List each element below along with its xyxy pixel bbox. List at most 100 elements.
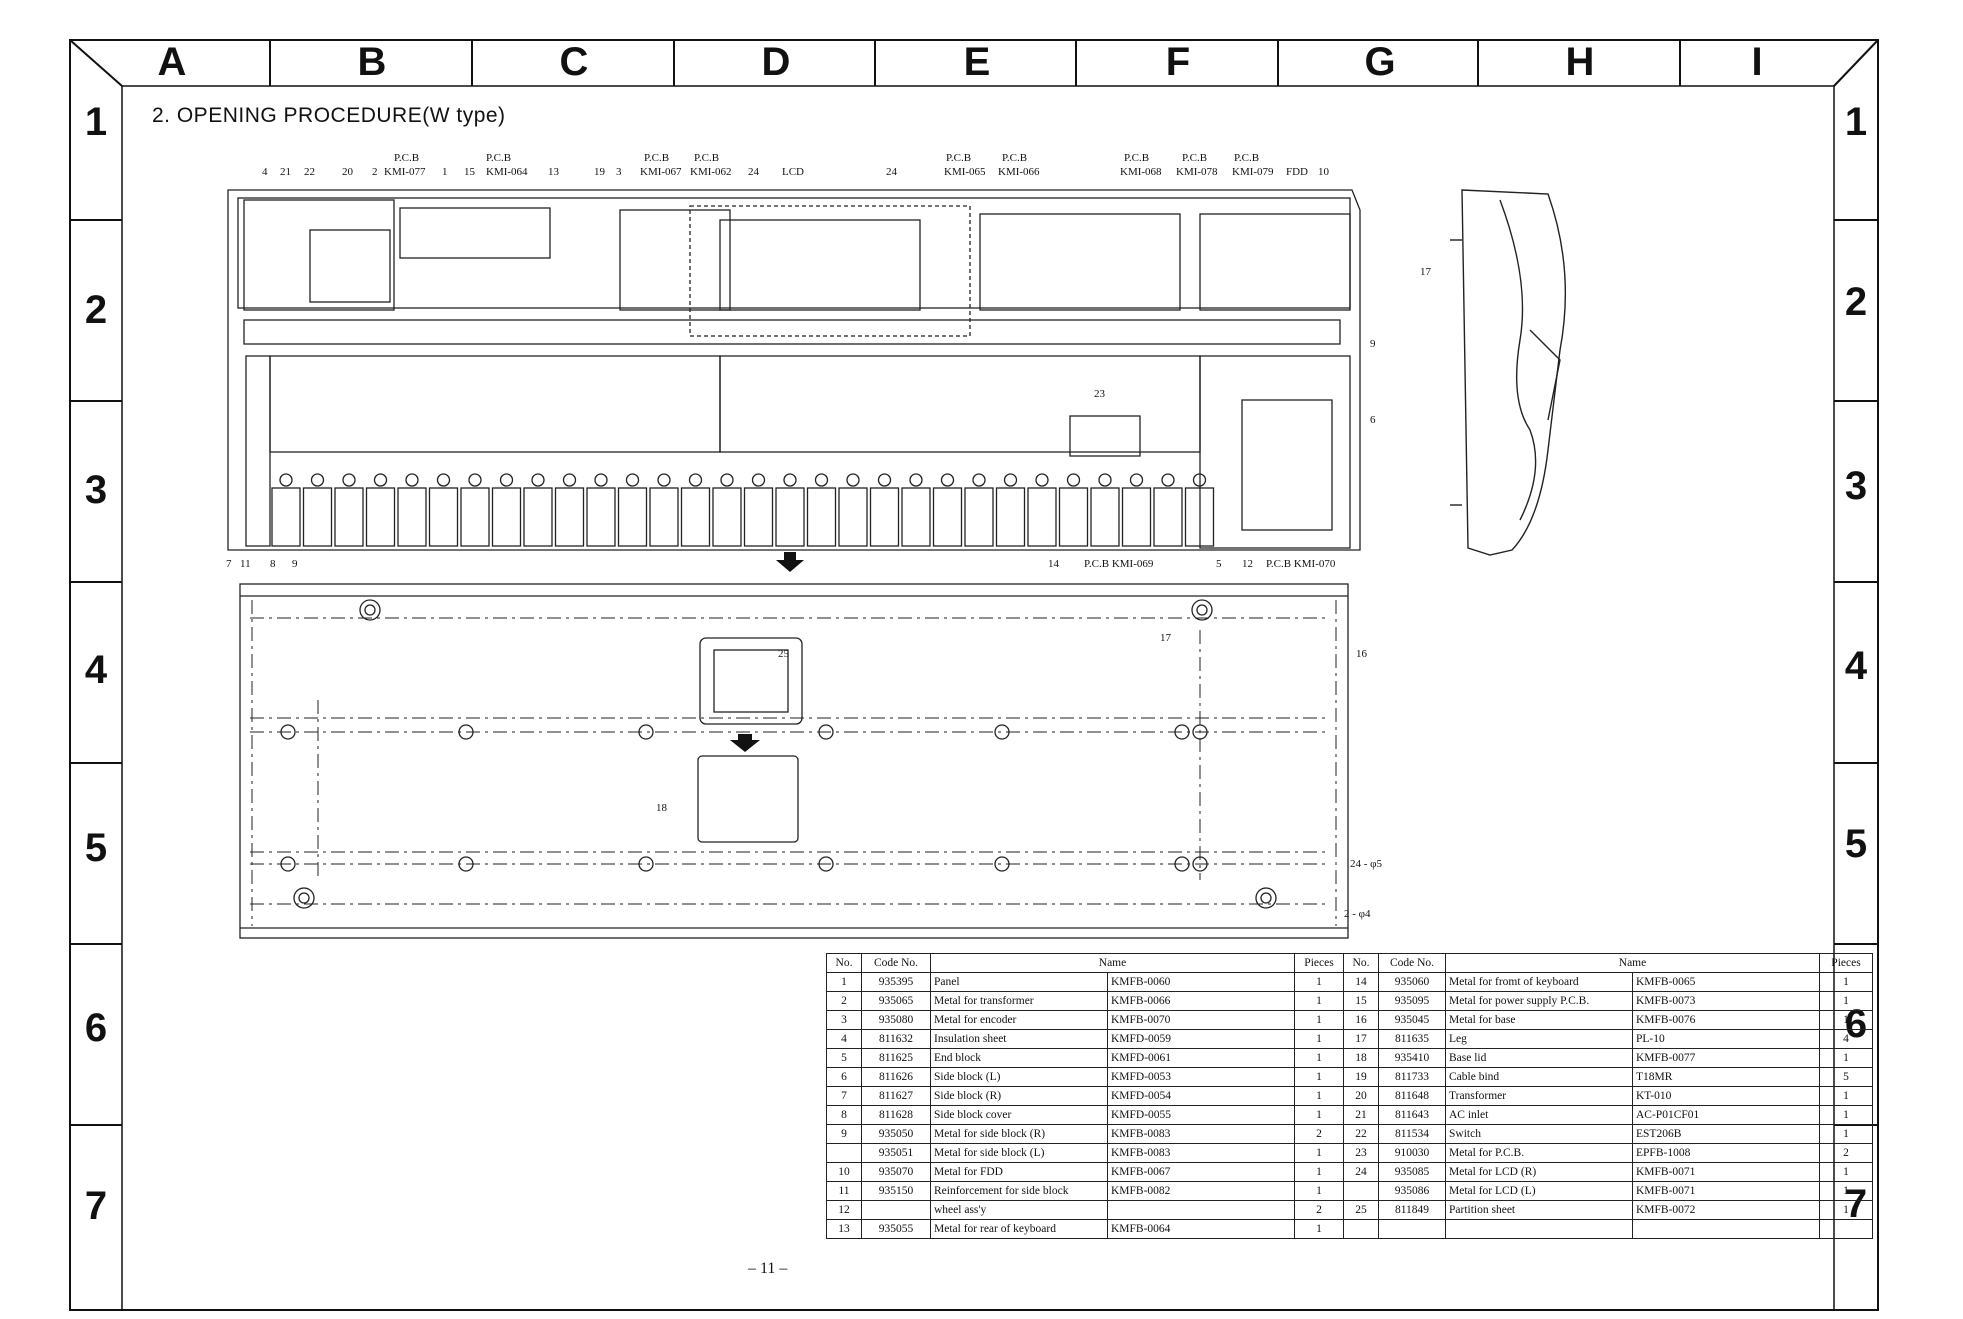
table-cell: Side block cover [930, 1105, 1108, 1125]
table-cell: 935070 [861, 1162, 931, 1182]
table-cell: KMFB-0083 [1107, 1124, 1295, 1144]
table-cell: 1 [1819, 1086, 1873, 1106]
table-cell [1819, 1219, 1873, 1239]
callout-label: P.C.B [694, 152, 720, 164]
table-cell: Transformer [1445, 1086, 1633, 1106]
table-cell: 1 [1294, 972, 1344, 992]
table-cell: 5 [1819, 1067, 1873, 1087]
table-cell [1378, 1219, 1446, 1239]
table-cell: 10 [826, 1162, 862, 1182]
table-cell: 811625 [861, 1048, 931, 1068]
table-cell: KMFB-0070 [1107, 1010, 1295, 1030]
column-header: F [1165, 40, 1191, 84]
callout-label: 12 [1242, 558, 1253, 570]
callout-label: KMI-064 [486, 166, 528, 178]
table-cell [826, 1143, 862, 1163]
column-header-pieces: Pieces [1294, 953, 1344, 973]
column-header-name: Name [1445, 953, 1820, 973]
table-cell [1107, 1200, 1295, 1220]
table-cell: Switch [1445, 1124, 1633, 1144]
table-cell: KMFB-0066 [1107, 991, 1295, 1011]
table-cell: 14 [1343, 972, 1379, 992]
table-cell: 811648 [1378, 1086, 1446, 1106]
table-cell: 1 [1819, 1010, 1873, 1030]
table-cell: AC inlet [1445, 1105, 1633, 1125]
table-cell [1343, 1219, 1379, 1239]
callout-label: 3 [616, 166, 622, 178]
table-cell: KMFB-0073 [1632, 991, 1820, 1011]
table-cell: 19 [1343, 1067, 1379, 1087]
callout-label: P.C.B [644, 152, 670, 164]
table-cell: 811534 [1378, 1124, 1446, 1144]
table-cell: 1 [1294, 1086, 1344, 1106]
column-header: D [761, 40, 791, 84]
table-cell: 1 [1819, 1181, 1873, 1201]
column-header-pieces: Pieces [1819, 953, 1873, 973]
table-cell: KMFD-0055 [1107, 1105, 1295, 1125]
row-number: 3 [1844, 464, 1868, 508]
table-cell: KMFB-0083 [1107, 1143, 1295, 1163]
callout-label: P.C.B KMI-069 [1084, 558, 1154, 570]
table-cell: 20 [1343, 1086, 1379, 1106]
table-cell: 7 [826, 1086, 862, 1106]
callout-label: 7 [226, 558, 232, 570]
callout-label: 2 - φ4 [1344, 908, 1371, 920]
table-cell: wheel ass'y [930, 1200, 1108, 1220]
table-cell: Metal for fromt of keyboard [1445, 972, 1633, 992]
table-cell: KT-010 [1632, 1086, 1820, 1106]
table-cell: 935080 [861, 1010, 931, 1030]
table-cell: 1 [1294, 1181, 1344, 1201]
callout-label: KMI-079 [1232, 166, 1274, 178]
table-cell: 21 [1343, 1105, 1379, 1125]
table-cell: Metal for LCD (L) [1445, 1181, 1633, 1201]
table-cell: 17 [1343, 1029, 1379, 1049]
table-cell: Metal for power supply P.C.B. [1445, 991, 1633, 1011]
table-cell: 18 [1343, 1048, 1379, 1068]
table-cell: Metal for P.C.B. [1445, 1143, 1633, 1163]
table-cell: EST206B [1632, 1124, 1820, 1144]
table-cell [861, 1200, 931, 1220]
row-number: 2 [1844, 280, 1868, 324]
table-cell: 2 [1819, 1143, 1873, 1163]
parts-table: No. Code No. Name Pieces No. Code No. Na… [826, 953, 1873, 1239]
callout-label: 17 [1420, 266, 1431, 278]
callout-label: P.C.B [394, 152, 420, 164]
table-cell [1632, 1219, 1820, 1239]
table-cell: Side block (L) [930, 1067, 1108, 1087]
table-cell: 935065 [861, 991, 931, 1011]
table-cell: 1 [1294, 1067, 1344, 1087]
callout-label: KMI-065 [944, 166, 986, 178]
callout-label: 15 [464, 166, 475, 178]
table-cell: 935150 [861, 1181, 931, 1201]
top-view-drawing [227, 189, 1361, 551]
table-cell: End block [930, 1048, 1108, 1068]
table-cell: 1 [1294, 1162, 1344, 1182]
column-header: B [357, 40, 387, 84]
table-cell: Base lid [1445, 1048, 1633, 1068]
table-cell: 16 [1343, 1010, 1379, 1030]
table-cell: KMFB-0071 [1632, 1162, 1820, 1182]
callout-label: P.C.B [486, 152, 512, 164]
table-cell: 811626 [861, 1067, 931, 1087]
table-cell [1343, 1181, 1379, 1201]
table-cell: PL-10 [1632, 1029, 1820, 1049]
table-cell: 23 [1343, 1143, 1379, 1163]
row-number: 5 [84, 826, 108, 870]
table-cell: KMFB-0060 [1107, 972, 1295, 992]
callout-label: 21 [280, 166, 291, 178]
row-number: 1 [84, 100, 108, 144]
table-cell: 811635 [1378, 1029, 1446, 1049]
bottom-view-drawing [239, 583, 1349, 939]
table-cell: 811627 [861, 1086, 931, 1106]
callout-label: 24 [748, 166, 759, 178]
table-cell: KMFB-0082 [1107, 1181, 1295, 1201]
table-cell: 935095 [1378, 991, 1446, 1011]
callout-label: P.C.B [1182, 152, 1208, 164]
table-cell: 1 [1294, 991, 1344, 1011]
